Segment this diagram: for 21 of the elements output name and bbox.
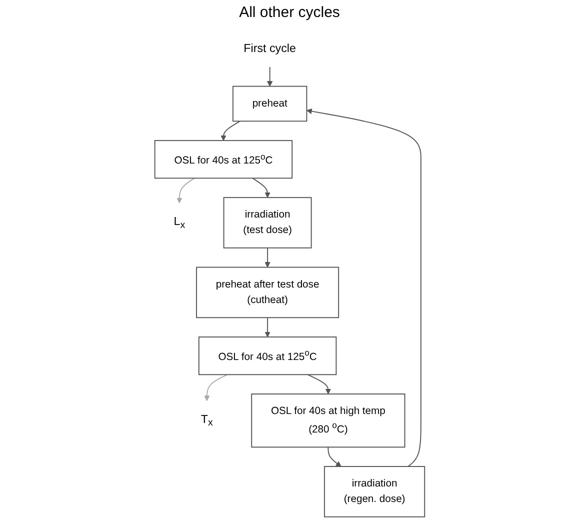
arrow [220, 120, 241, 141]
cycle-heading: All other cycles [239, 4, 340, 21]
node-box: OSL for 40s at high temp (280 $^{o}$C) [251, 394, 406, 448]
arrow [176, 178, 195, 204]
node-box: irradiation (regen. dose) [324, 466, 426, 518]
node-box: OSL for 40s at 125$^{o}$C [154, 140, 293, 179]
arrow [264, 247, 270, 268]
arrow [307, 374, 332, 394]
arrow [204, 374, 228, 402]
node-text: L$_{x}$ [174, 214, 186, 230]
node-box: irradiation (test dose) [223, 197, 312, 248]
node-box: preheat after test dose (cutheat) [196, 266, 340, 318]
node-text: First cycle [244, 42, 296, 55]
arrow [252, 178, 270, 198]
arrow [306, 108, 422, 467]
arrow [267, 66, 273, 87]
arrow [264, 317, 270, 338]
node-box: OSL for 40s at 125$^{o}$C [198, 336, 337, 376]
node-box: preheat [232, 86, 308, 122]
node-text: T$_{x}$ [200, 412, 213, 428]
arrow [328, 446, 342, 467]
